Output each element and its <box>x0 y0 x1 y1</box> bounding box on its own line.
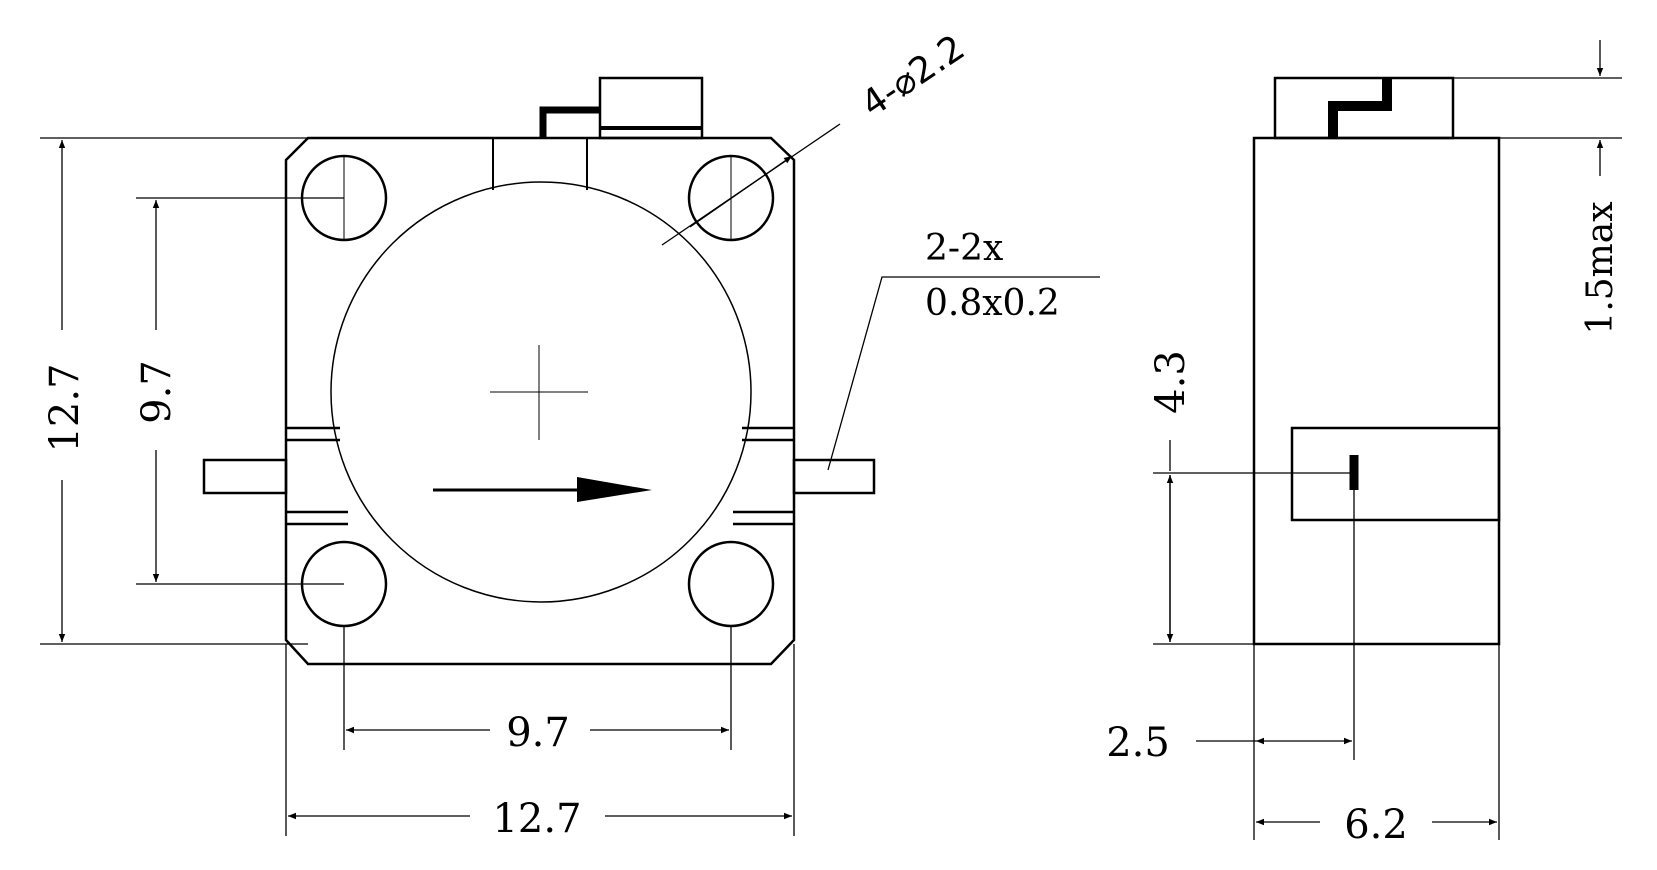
side-view: 1.5max 4.3 2.5 6.2 <box>1106 40 1622 848</box>
side-body <box>1252 136 1501 646</box>
ferrite-disc <box>330 181 752 603</box>
vertical-hole-spacing-dim: 9.7 <box>134 360 180 424</box>
pin-callout-line2: 0.8x0.2 <box>925 283 1060 324</box>
direction-arrow-icon <box>577 477 652 502</box>
top-tab-pin <box>539 106 600 138</box>
pin-offset-dim: 2.5 <box>1106 720 1170 766</box>
front-view: 4-⌀2.2 2-2x 0.8x0.2 12.7 9.7 9.7 12.7 <box>40 27 1100 842</box>
top-thickness-dim: 1.5max <box>1580 201 1621 334</box>
pin-callout-line1: 2-2x <box>925 228 1003 269</box>
pin-height-dim: 4.3 <box>1148 350 1194 414</box>
body-outline <box>284 136 796 666</box>
horizontal-hole-spacing-dim: 9.7 <box>506 710 570 756</box>
mounting-hole-bottom-right <box>687 540 775 628</box>
height-dim: 12.7 <box>42 363 88 452</box>
hole-callout: 4-⌀2.2 <box>854 27 972 125</box>
width-dim: 12.7 <box>492 796 581 842</box>
depth-dim: 6.2 <box>1344 802 1408 848</box>
left-pin <box>202 458 288 495</box>
side-pin-slot <box>1290 426 1501 522</box>
right-pin <box>792 458 876 495</box>
side-top-pin <box>1328 78 1392 138</box>
